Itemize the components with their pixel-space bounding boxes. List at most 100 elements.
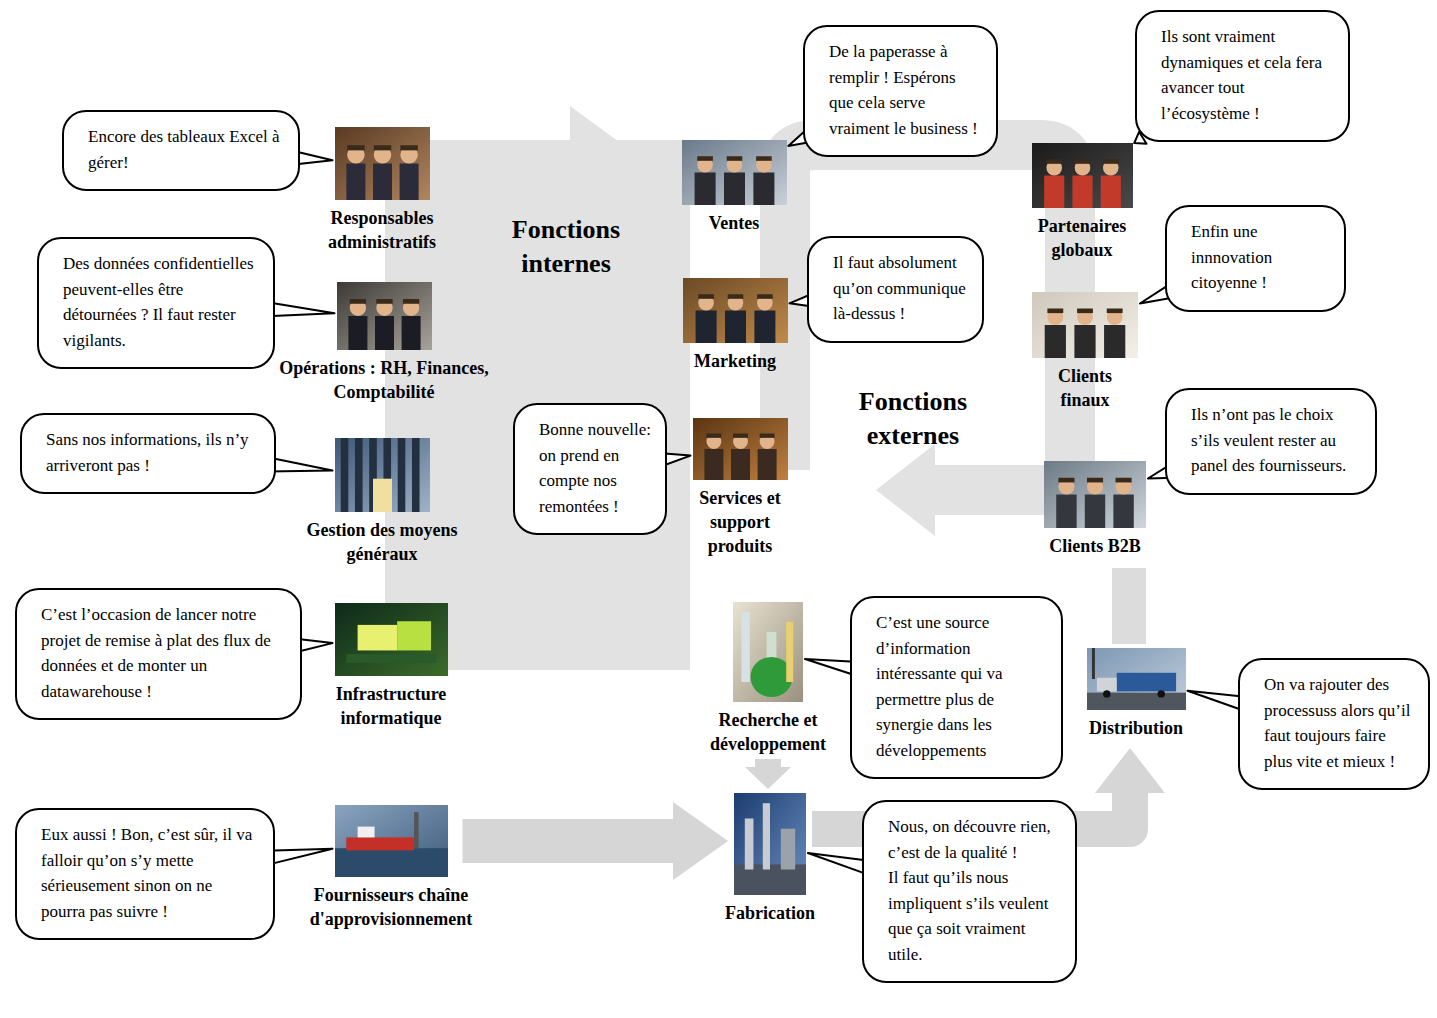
bubble-text: Enfin une innnovation citoyenne ! bbox=[1191, 219, 1330, 296]
speech-bubble: Nous, on découvre rien, c’est de la qual… bbox=[862, 800, 1077, 983]
person-head bbox=[1074, 160, 1090, 176]
distribution-bar bbox=[1112, 568, 1146, 644]
entity-card: Marketing bbox=[675, 278, 795, 373]
building-column bbox=[411, 438, 419, 512]
person-body bbox=[1072, 176, 1092, 209]
person-head bbox=[757, 295, 773, 311]
person-hair bbox=[400, 145, 418, 150]
entity-card: Services et support produits bbox=[685, 418, 795, 558]
sea bbox=[335, 848, 448, 877]
person-head bbox=[373, 146, 391, 164]
person-body bbox=[401, 316, 420, 350]
entity-card: Fabrication bbox=[710, 793, 830, 925]
person-body bbox=[375, 316, 394, 350]
photo-illustration bbox=[1087, 648, 1186, 710]
photo-frame bbox=[335, 805, 448, 877]
bubble-text: C’est une source d’information intéressa… bbox=[876, 610, 1047, 763]
photo-ground bbox=[335, 438, 430, 512]
photo-frame bbox=[1032, 292, 1138, 358]
entity-label: Distribution bbox=[1071, 716, 1201, 740]
photo-illustration bbox=[335, 603, 448, 676]
building-column bbox=[397, 438, 405, 512]
photo-ground bbox=[1032, 143, 1133, 208]
photo-ground bbox=[335, 127, 430, 200]
person-hair bbox=[1077, 309, 1093, 314]
person-body bbox=[1104, 325, 1125, 358]
photo-frame bbox=[335, 438, 430, 512]
photo-illustration bbox=[1032, 143, 1133, 208]
entity-card: Fournisseurs chaîne d'approvisionnement bbox=[296, 805, 486, 931]
photo-ground bbox=[1087, 648, 1186, 710]
bubble-text: C’est l’occasion de lancer notre projet … bbox=[41, 602, 286, 704]
arrowhead bbox=[1095, 748, 1165, 793]
person-body bbox=[399, 164, 418, 201]
road bbox=[1087, 693, 1186, 710]
photo-illustration bbox=[335, 805, 448, 877]
person-head bbox=[1058, 478, 1074, 494]
person-head bbox=[1077, 309, 1093, 325]
person-body bbox=[1045, 325, 1066, 358]
bubble-text: Il faut qu’ils nous impliquent s’ils veu… bbox=[888, 865, 1061, 967]
person-body bbox=[694, 173, 715, 206]
person-body bbox=[1056, 495, 1076, 529]
ship-hull bbox=[346, 837, 414, 850]
entity-label: Recherche et développement bbox=[693, 708, 843, 756]
person-body bbox=[704, 449, 723, 480]
bubble-text: Des données confidentielles peuvent-elle… bbox=[63, 251, 259, 353]
photo-frame bbox=[683, 278, 788, 343]
entity-label: Responsables administratifs bbox=[307, 206, 457, 254]
entity-label: Clients B2B bbox=[1030, 534, 1160, 558]
photo-ground bbox=[1044, 461, 1146, 528]
entity-card: Clients B2B bbox=[1030, 461, 1160, 558]
person-body bbox=[373, 164, 392, 201]
tail-wedge bbox=[267, 458, 332, 472]
arrowhead bbox=[745, 767, 791, 789]
photo-frame bbox=[337, 282, 432, 350]
person-head bbox=[698, 295, 714, 311]
person-body bbox=[753, 173, 774, 206]
bubble-text: Ils sont vraiment dynamiques et cela fer… bbox=[1161, 24, 1334, 126]
speech-bubble: Encore des tableaux Excel à gérer! bbox=[62, 110, 300, 191]
test-tube bbox=[741, 612, 749, 682]
tail-wedge bbox=[266, 849, 332, 865]
internal-flow-arrowhead bbox=[570, 106, 630, 194]
photo-ground bbox=[693, 418, 788, 480]
building-column bbox=[354, 438, 362, 512]
person-body bbox=[725, 311, 746, 344]
entity-card: Opérations : RH, Finances, Comptabilité bbox=[279, 282, 489, 404]
entity-card: Recherche et développement bbox=[693, 602, 843, 756]
photo-ground bbox=[734, 793, 806, 895]
photo-illustration bbox=[337, 282, 432, 350]
person-hair bbox=[756, 156, 772, 161]
person-hair bbox=[1102, 159, 1118, 164]
external-flow-loop bbox=[785, 145, 1070, 490]
person-head bbox=[756, 157, 772, 173]
tech-base bbox=[346, 654, 436, 663]
wheel bbox=[1103, 690, 1110, 697]
building-entrance bbox=[373, 479, 392, 512]
person-hair bbox=[697, 156, 713, 161]
entity-label: Partenaires globaux bbox=[1022, 214, 1142, 262]
person-hair bbox=[373, 145, 391, 150]
person-body bbox=[754, 311, 775, 344]
bubble-text: De la paperasse à remplir ! Espérons que… bbox=[829, 39, 982, 141]
person-body bbox=[1044, 176, 1064, 209]
speech-bubble: Bonne nouvelle: on prend en compte nos r… bbox=[513, 403, 667, 535]
person-body bbox=[695, 311, 716, 344]
building-column bbox=[340, 438, 348, 512]
bubble-text: Il faut absolument qu’on communique là-d… bbox=[833, 250, 968, 327]
speech-tail bbox=[266, 849, 332, 865]
person-head bbox=[1047, 309, 1063, 325]
flow-arrow bbox=[745, 759, 791, 789]
person-hair bbox=[726, 156, 742, 161]
person-hair bbox=[1107, 309, 1123, 314]
speech-bubble: De la paperasse à remplir ! Espérons que… bbox=[803, 25, 998, 157]
section-label: Fonctions internes bbox=[496, 213, 636, 281]
speech-bubble: C’est une source d’information intéressa… bbox=[850, 596, 1063, 779]
entity-label: Marketing bbox=[675, 349, 795, 373]
person-hair bbox=[698, 294, 714, 299]
person-body bbox=[724, 173, 745, 206]
photo-frame bbox=[734, 793, 806, 895]
speech-bubble: C’est l’occasion de lancer notre projet … bbox=[15, 588, 302, 720]
